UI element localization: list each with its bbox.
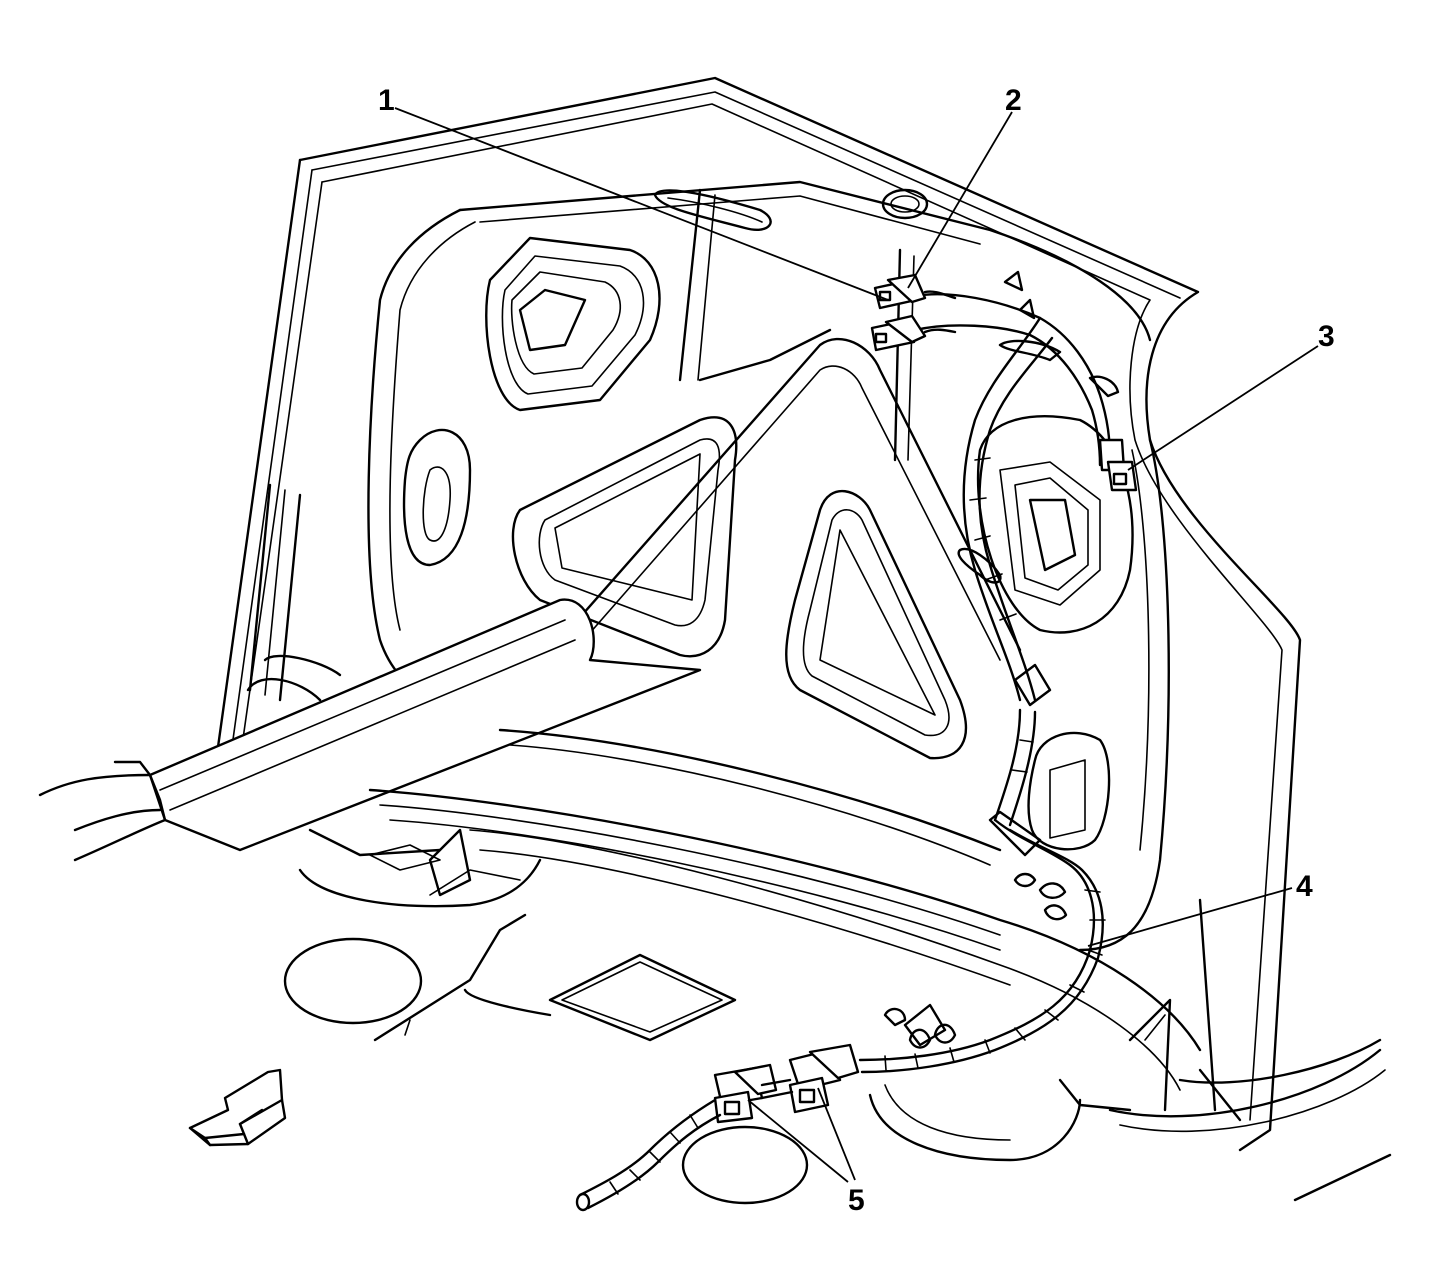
wiring-harness-lower	[858, 810, 1106, 1074]
callout-2: 2	[1005, 84, 1022, 117]
callout-5: 5	[848, 1184, 865, 1217]
harness-tail	[575, 1098, 722, 1212]
center-triangle-hole	[511, 416, 738, 658]
leader-line-1	[394, 107, 889, 301]
lower-lid-edge	[298, 728, 1392, 1202]
trunk-floor-details	[283, 913, 809, 1205]
callout-4: 4	[1296, 870, 1313, 903]
right-triangle-hole	[785, 490, 968, 760]
connector-pair-lower	[713, 1043, 860, 1124]
leader-line-3	[1127, 345, 1319, 471]
trunk-lid-inner-panel	[367, 180, 1170, 952]
callout-labels: 1 2 3 4 5	[378, 84, 1335, 1217]
leader-line-2	[907, 111, 1013, 289]
left-hinge-rods	[246, 483, 342, 702]
callout-3: 3	[1318, 320, 1335, 353]
leader-line-5b	[817, 1087, 856, 1181]
left-hinge-arm	[38, 598, 702, 862]
forward-direction-arrow-icon	[188, 1068, 287, 1147]
upper-left-lightening-hole	[485, 236, 661, 412]
right-lower-oval-hole	[1027, 731, 1111, 851]
leader-lines	[394, 107, 1319, 1183]
connector-pair-top	[870, 273, 957, 352]
callout-1: 1	[378, 84, 395, 117]
connector-right	[1098, 438, 1138, 492]
leader-line-4	[1087, 887, 1293, 947]
left-oval-hole	[402, 428, 472, 567]
top-slot-opening	[653, 188, 929, 231]
inner-brace-beam	[558, 328, 1022, 661]
leader-line-5a	[747, 1099, 849, 1183]
wiring-harness-upper	[913, 270, 1120, 827]
